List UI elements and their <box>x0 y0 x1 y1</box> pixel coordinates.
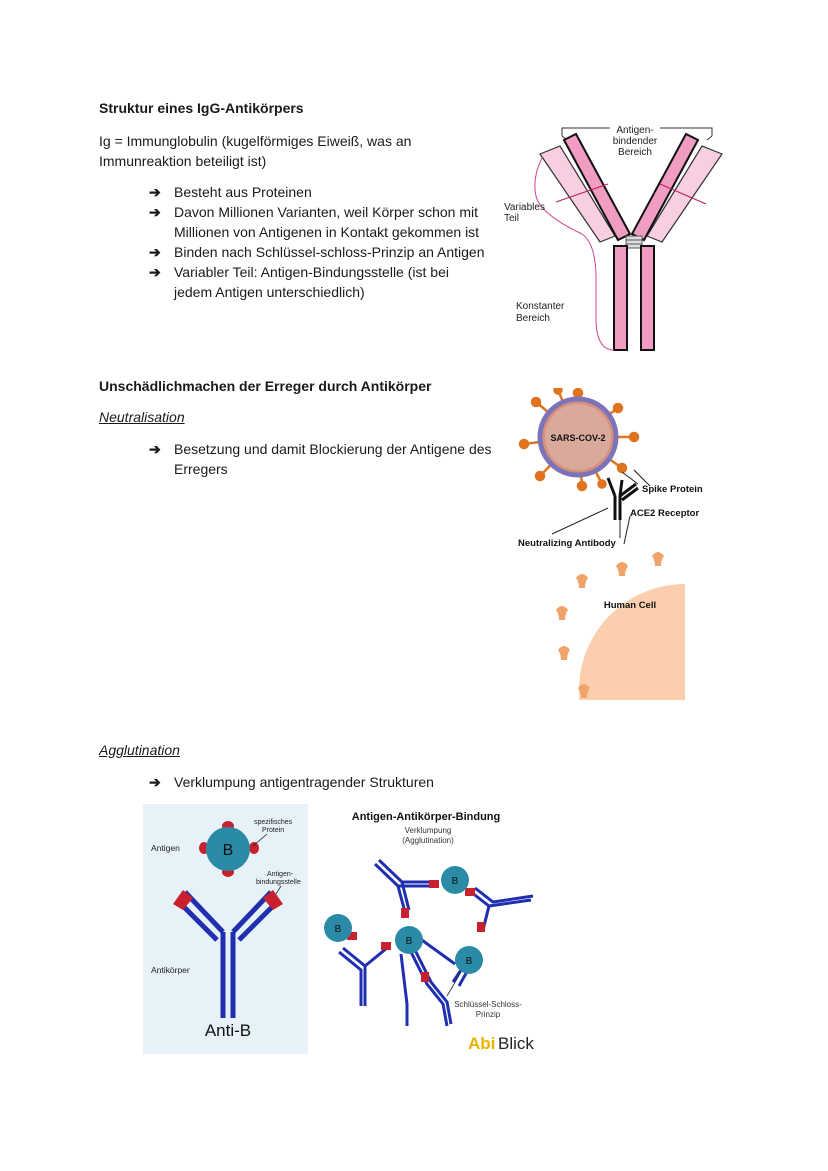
antigen-b <box>395 926 423 954</box>
antigen-b-letter: B <box>452 876 459 887</box>
arrow-icon: ➔ <box>149 184 161 200</box>
list-item: ➔Besetzung und damit Blockierung der Ant… <box>149 441 492 477</box>
antibody-label: Antikörper <box>151 965 190 975</box>
label-binding-1: Antigen- <box>616 125 653 136</box>
spike-protein-label: Spike Protein <box>642 484 703 495</box>
variable-divider-left <box>555 183 609 203</box>
logo-blick: Blick <box>498 1034 534 1053</box>
ace2-receptors <box>556 552 664 698</box>
neutralizing-antibody-icon <box>606 477 639 520</box>
agglutination-figure-subtitle-2: (Agglutination) <box>402 836 454 845</box>
igg-structure-diagram: Antigen- bindender Bereich Variables Tei… <box>504 122 723 351</box>
list-item: ➔Binden nach Schlüssel-schloss-Prinzip a… <box>149 244 485 260</box>
label-binding-3: Bereich <box>618 147 652 158</box>
intro-paragraph: Ig = Immunglobulin (kugelförmiges Eiweiß… <box>99 131 489 171</box>
label-variable-1: Variables <box>504 202 545 213</box>
human-cell <box>579 584 685 700</box>
antibody-network <box>338 858 534 1027</box>
antigen-b <box>206 827 250 871</box>
key-lock-principle-2: Prinzip <box>476 1010 501 1019</box>
section-title-structure: Struktur eines IgG-Antikörpers <box>99 100 304 116</box>
label-binding-2: bindender <box>613 136 658 147</box>
arrow-icon: ➔ <box>149 264 161 280</box>
receptor-pointer <box>623 515 631 545</box>
list-item: ➔Variabler Teil: Antigen-Bindungsstelle … <box>149 264 449 300</box>
key-lock-principle-1: Schlüssel-Schloss- <box>454 1000 522 1009</box>
label-constant-2: Bereich <box>516 313 550 324</box>
spike-pointer <box>621 471 639 485</box>
label-constant-1: Konstanter <box>516 301 565 312</box>
structure-bullet-list: ➔Besteht aus Proteinen ➔Davon Millionen … <box>149 182 509 302</box>
constant-chain-left <box>613 245 628 351</box>
intro-line: Immunreaktion beteiligt ist) <box>99 153 267 169</box>
human-cell-label: Human Cell <box>604 600 656 611</box>
antigen-b-letter: B <box>223 842 234 859</box>
abiblick-logo: Abi Blick <box>468 1034 534 1053</box>
arrow-icon: ➔ <box>149 244 161 260</box>
ace2-receptor-label: ACE2 Receptor <box>630 508 699 519</box>
list-item: ➔Verklumpung antigentragender Strukturen <box>149 774 434 790</box>
section-title-neutralisation: Unschädlichmachen der Erreger durch Anti… <box>99 378 432 394</box>
protein-label-2: Protein <box>262 827 284 834</box>
antibody-pointer <box>551 507 609 535</box>
binding-sites <box>173 890 283 910</box>
list-item: ➔Besteht aus Proteinen <box>149 184 312 200</box>
subtitle-neutralisation: Neutralisation <box>99 409 185 425</box>
arrow-icon: ➔ <box>149 204 161 220</box>
agglutination-figure-subtitle-1: Verklumpung <box>405 826 452 835</box>
intro-line: Ig = Immunglobulin (kugelförmiges Eiweiß… <box>99 133 412 149</box>
agglutination-diagram: B Antigen spezifisches Protein Antigen- … <box>143 804 534 1054</box>
logo-abi: Abi <box>468 1034 495 1053</box>
neutralizing-antibody-label: Neutralizing Antibody <box>518 538 617 549</box>
list-item: ➔Davon Millionen Varianten, weil Körper … <box>149 204 480 240</box>
heavy-chain-arm-left <box>562 132 632 242</box>
antigen-b-letter: B <box>335 924 342 935</box>
antigen-b <box>441 866 469 894</box>
neutralisation-bullet-list: ➔Besetzung und damit Blockierung der Ant… <box>149 439 509 479</box>
variable-divider-right <box>659 183 707 205</box>
protein-label-1: spezifisches <box>254 819 293 826</box>
agglutination-bullet-list: ➔Verklumpung antigentragender Strukturen <box>149 772 509 792</box>
virus-label: SARS-COV-2 <box>550 433 605 443</box>
antigen-b <box>455 946 483 974</box>
constant-chain-right <box>640 245 655 351</box>
subtitle-agglutination: Agglutination <box>99 742 180 758</box>
left-bracket <box>534 157 615 351</box>
arrow-icon: ➔ <box>149 441 161 457</box>
antigen-b-letter: B <box>406 936 413 947</box>
arrow-icon: ➔ <box>149 774 161 790</box>
antigen-b-letter: B <box>466 956 473 967</box>
agglutination-figure-title: Antigen-Antikörper-Bindung <box>352 811 500 823</box>
label-variable-2: Teil <box>504 213 519 224</box>
antigen-label: Antigen <box>151 843 180 853</box>
antigen-b <box>324 914 352 942</box>
anti-b-label: Anti-B <box>205 1021 251 1040</box>
binding-site-label-2: bindungsstelle <box>256 879 301 886</box>
neutralisation-diagram: SARS-COV-2 Spike Protein ACE2 Receptor N… <box>518 388 703 700</box>
heavy-chain-arm-right <box>630 132 700 242</box>
binding-site-label-1: Antigen- <box>267 871 294 878</box>
